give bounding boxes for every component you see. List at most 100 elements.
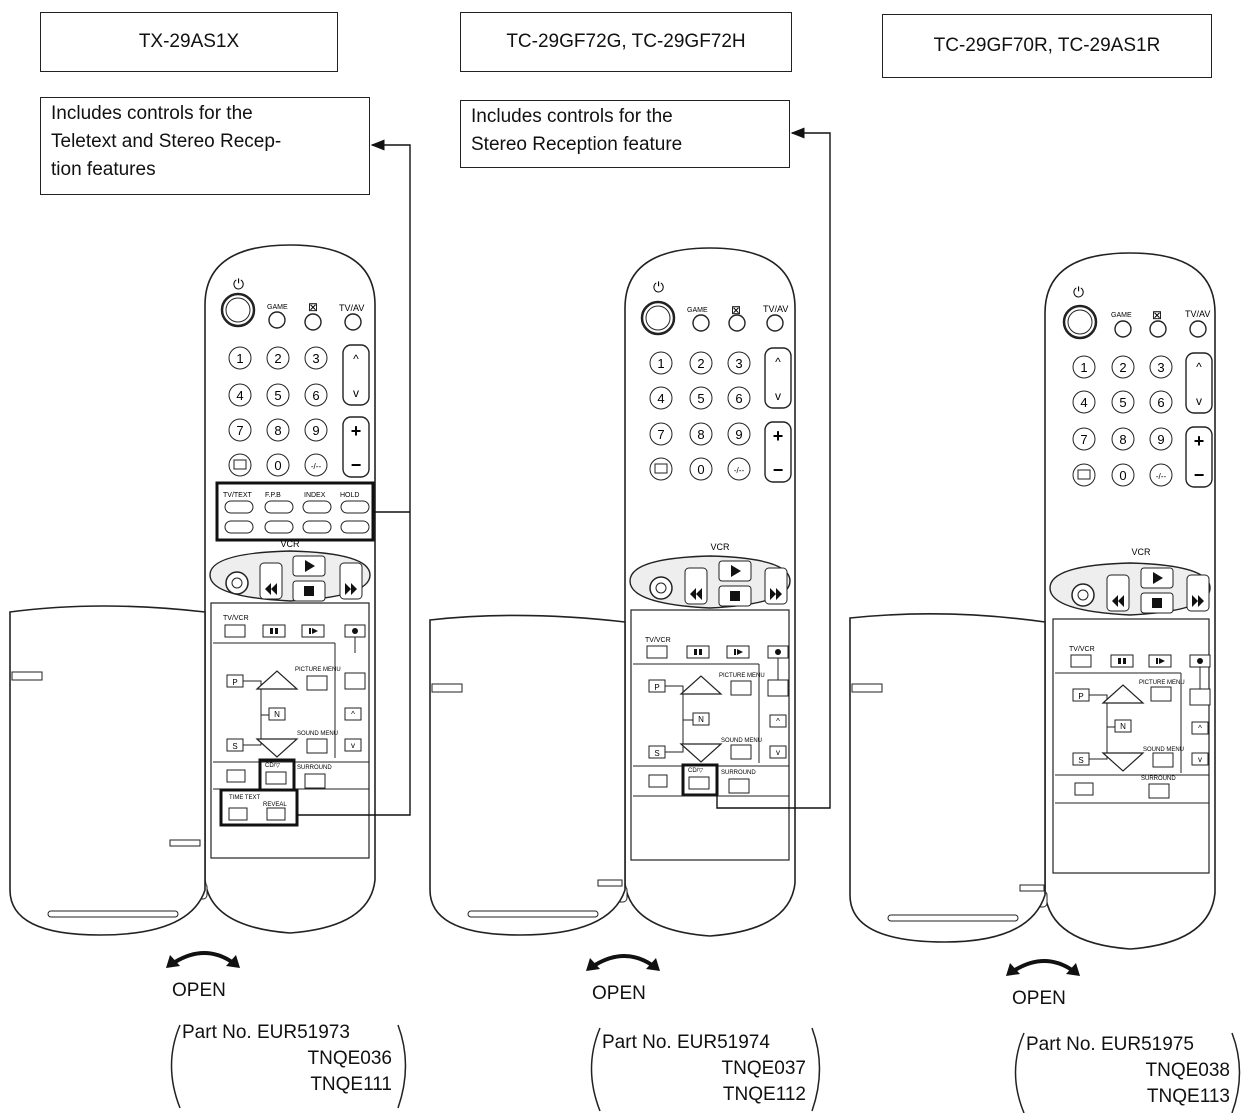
lid-2 (429, 614, 626, 936)
svg-text:6: 6 (735, 391, 742, 406)
svg-text:^: ^ (1196, 360, 1202, 374)
svg-text:VCR: VCR (280, 539, 300, 549)
svg-text:6: 6 (312, 388, 319, 403)
callout-line: Includes controls for the (51, 103, 253, 124)
svg-text:0: 0 (1119, 468, 1126, 483)
lid-3 (849, 613, 1046, 943)
svg-text:GAME: GAME (1111, 312, 1132, 319)
svg-text:7: 7 (236, 423, 243, 438)
svg-text:2: 2 (1119, 360, 1126, 375)
svg-text:P: P (232, 678, 237, 687)
svg-text:v: v (776, 748, 780, 757)
svg-text:+: + (351, 421, 362, 441)
svg-text:5: 5 (1119, 395, 1126, 410)
svg-text:0: 0 (697, 462, 704, 477)
model-box-2: TC-29GF72G, TC-29GF72H (460, 12, 792, 72)
lid-1 (9, 605, 206, 936)
part-number: Part No. EUR51975 (1026, 1034, 1194, 1055)
svg-text:v: v (351, 741, 355, 750)
svg-text:−: − (1194, 465, 1205, 485)
open-arrow-icon (173, 951, 234, 964)
svg-text:v: v (1198, 755, 1202, 764)
svg-text:HOLD: HOLD (340, 492, 359, 499)
svg-text:4: 4 (1080, 395, 1087, 410)
svg-text:8: 8 (697, 427, 704, 442)
svg-text:TV/AV: TV/AV (339, 303, 364, 313)
power-icon: ⏻ (233, 276, 244, 292)
svg-text:N: N (1120, 722, 1126, 731)
svg-text:GAME: GAME (267, 304, 288, 311)
model-title: TC-29GF72G, TC-29GF72H (506, 31, 746, 52)
svg-text:SOUND MENU: SOUND MENU (1143, 747, 1184, 753)
svg-text:TIME TEXT: TIME TEXT (229, 795, 261, 801)
svg-text:TV/VCR: TV/VCR (645, 637, 671, 644)
svg-text:9: 9 (735, 427, 742, 442)
callout-line: tion features (51, 159, 156, 180)
svg-text:S: S (654, 749, 659, 758)
svg-text:P: P (654, 683, 659, 692)
svg-text:v: v (775, 389, 781, 403)
svg-text:TV/TEXT: TV/TEXT (223, 492, 253, 499)
svg-text:TV/VCR: TV/VCR (1069, 646, 1095, 653)
open-label: OPEN (1012, 988, 1066, 1009)
svg-text:3: 3 (312, 351, 319, 366)
svg-text:9: 9 (312, 423, 319, 438)
svg-text:3: 3 (735, 356, 742, 371)
svg-text:-/--: -/-- (311, 462, 322, 471)
model-title: TC-29GF70R, TC-29AS1R (933, 35, 1161, 56)
remote-1: ⏻ GAME ⊠ TV/AV 1 2 3 4 5 6 7 8 9 0 -/-- … (194, 244, 376, 934)
svg-text:−: − (773, 460, 784, 480)
callout-line: Stereo Reception feature (471, 134, 683, 155)
svg-text:+: + (773, 426, 784, 446)
model-title: TX-29AS1X (138, 31, 240, 52)
svg-text:SURROUND: SURROUND (1141, 776, 1176, 782)
callout-line: Includes controls for the (471, 106, 673, 127)
svg-text:^: ^ (775, 355, 781, 369)
part-code: TNQE112 (722, 1084, 806, 1105)
callout-line: Teletext and Stereo Recep- (51, 131, 282, 152)
svg-text:-/--: -/-- (734, 466, 745, 475)
svg-text:TV/VCR: TV/VCR (223, 615, 249, 622)
svg-text:SOUND MENU: SOUND MENU (721, 738, 762, 744)
part-code: TNQE113 (1146, 1086, 1230, 1107)
svg-text:−: − (351, 455, 362, 475)
svg-text:^: ^ (351, 710, 355, 719)
mute-icon: ⊠ (308, 300, 318, 314)
svg-text:⊠: ⊠ (1152, 308, 1162, 322)
svg-text:6: 6 (1157, 395, 1164, 410)
part-code: TNQE038 (1145, 1060, 1230, 1081)
remote-2: ⏻ GAME ⊠ TV/AV 1 2 3 4 5 6 7 8 9 0 -/-- … (614, 247, 796, 937)
svg-text:9: 9 (1157, 432, 1164, 447)
svg-text:0: 0 (274, 458, 281, 473)
svg-text:VCR: VCR (1131, 547, 1151, 557)
part-number: Part No. EUR51974 (602, 1032, 770, 1053)
svg-text:TV/AV: TV/AV (1185, 309, 1210, 319)
svg-text:-/--: -/-- (1156, 472, 1167, 481)
part-number: Part No. EUR51973 (182, 1022, 350, 1043)
svg-text:CD/▽: CD/▽ (265, 763, 280, 769)
svg-text:^: ^ (1198, 724, 1202, 733)
part-code: TNQE037 (721, 1058, 806, 1079)
svg-text:VCR: VCR (710, 542, 730, 552)
svg-text:F.P.B: F.P.B (265, 492, 281, 499)
model-box-3: TC-29GF70R, TC-29AS1R (882, 14, 1212, 78)
svg-text:^: ^ (353, 352, 359, 366)
svg-text:5: 5 (697, 391, 704, 406)
part-number-block-3: Part No. EUR51975 TNQE038 TNQE113 (1026, 1032, 1230, 1110)
svg-text:⏻: ⏻ (1073, 284, 1084, 300)
svg-text:1: 1 (1080, 360, 1087, 375)
svg-text:SOUND MENU: SOUND MENU (297, 731, 338, 737)
svg-text:2: 2 (274, 351, 281, 366)
svg-text:v: v (1196, 394, 1202, 408)
svg-text:TV/AV: TV/AV (763, 304, 788, 314)
svg-text:SURROUND: SURROUND (721, 770, 756, 776)
callout-2: Includes controls for the Stereo Recepti… (460, 100, 790, 168)
svg-text:2: 2 (697, 356, 704, 371)
svg-text:5: 5 (274, 388, 281, 403)
svg-text:INDEX: INDEX (304, 492, 326, 499)
svg-text:7: 7 (657, 427, 664, 442)
part-number-block-2: Part No. EUR51974 TNQE037 TNQE112 (602, 1030, 806, 1108)
svg-text:+: + (1194, 431, 1205, 451)
part-number-block-1: Part No. EUR51973 TNQE036 TNQE111 (182, 1020, 392, 1098)
